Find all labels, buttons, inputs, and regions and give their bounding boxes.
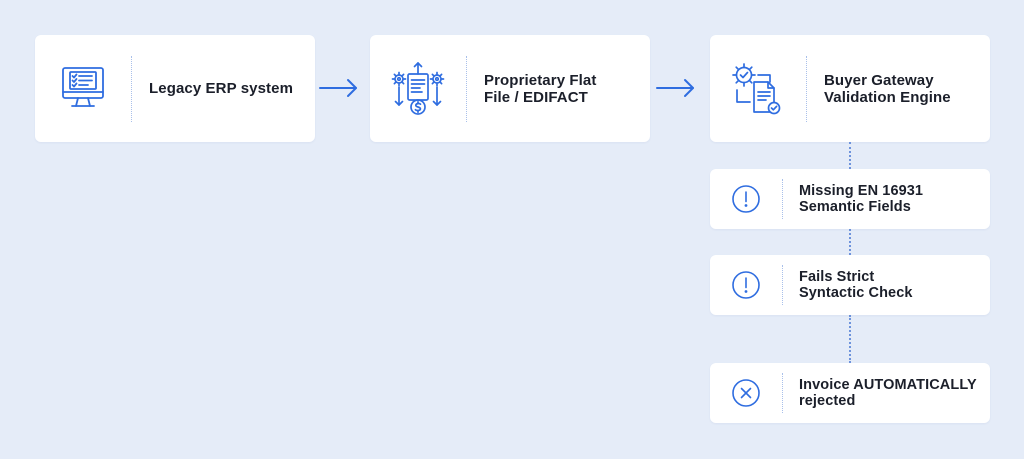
card-label: Legacy ERP system (149, 80, 294, 97)
card-label: Invoice AUTOMATICALLY rejected (799, 377, 977, 409)
card-divider (782, 373, 783, 413)
card-label: Buyer Gateway Validation Engine (824, 71, 951, 106)
card-divider (466, 55, 467, 122)
card-label: Fails Strict Syntactic Check (799, 269, 913, 301)
missing-fields-card: Missing EN 16931 Semantic Fields (710, 169, 990, 229)
document-gears-money-icon (370, 61, 466, 117)
warning-circle-icon (710, 184, 782, 214)
buyer-gateway-card: Buyer Gateway Validation Engine (710, 35, 990, 142)
card-divider (806, 55, 807, 122)
x-circle-icon (710, 378, 782, 408)
invoice-rejected-card: Invoice AUTOMATICALLY rejected (710, 363, 990, 423)
warning-circle-icon (710, 270, 782, 300)
card-divider (782, 179, 783, 219)
arrow-right-icon (319, 79, 357, 97)
flat-file-card: Proprietary Flat File / EDIFACT (370, 35, 650, 142)
legacy-erp-card: Legacy ERP system (35, 35, 315, 142)
dotted-connector (849, 229, 851, 255)
gear-document-check-icon (710, 62, 806, 116)
card-divider (782, 265, 783, 305)
dotted-connector (849, 142, 851, 169)
card-label: Missing EN 16931 Semantic Fields (799, 183, 924, 215)
card-label: Proprietary Flat File / EDIFACT (484, 71, 597, 106)
monitor-checklist-icon (35, 65, 131, 113)
syntactic-check-card: Fails Strict Syntactic Check (710, 255, 990, 315)
dotted-connector (849, 315, 851, 363)
card-divider (131, 55, 132, 122)
arrow-right-icon (656, 79, 694, 97)
